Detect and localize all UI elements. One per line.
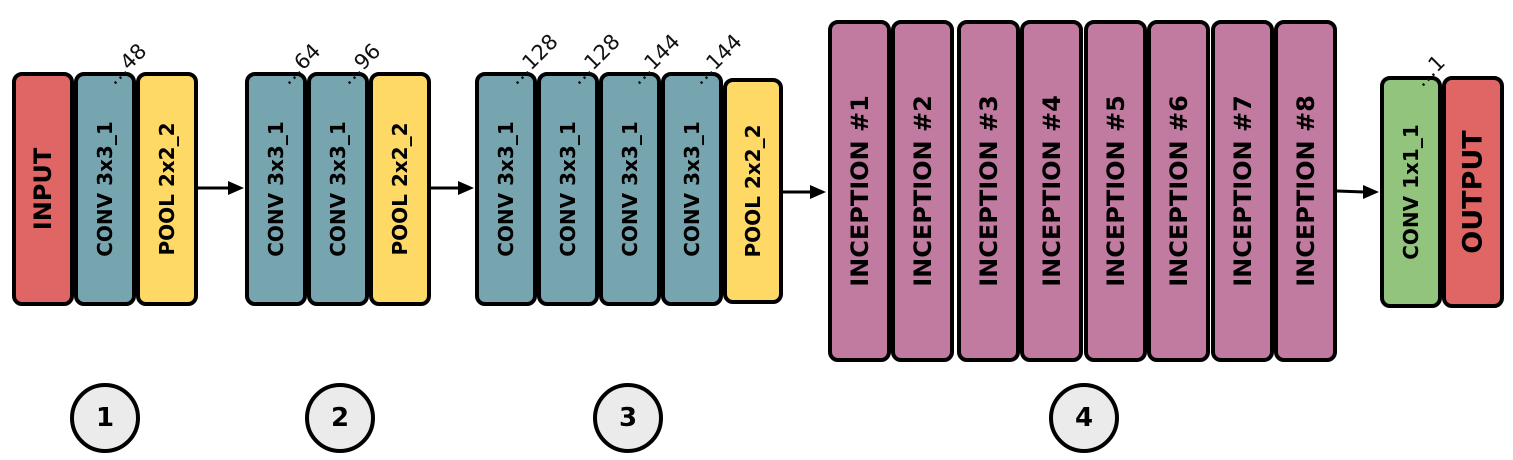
stage-number-circle: 3 xyxy=(593,383,663,453)
stage-number-circle: 4 xyxy=(1049,383,1119,453)
conv-block: CONV 3x3_1 xyxy=(599,72,661,306)
inception-block: INCEPTION #3 xyxy=(957,20,1020,362)
pool-block: POOL 2x2_2 xyxy=(136,72,198,306)
arrow-head xyxy=(810,185,826,199)
pool-block: POOL 2x2_2 xyxy=(723,78,783,304)
conv-block: CONV 3x3_1 xyxy=(475,72,537,306)
stage-number-circle: 1 xyxy=(70,383,140,453)
conv1x1-block: CONV 1x1_1 xyxy=(1380,76,1442,308)
conv-block: CONV 3x3_1 xyxy=(307,72,369,306)
pool-block: POOL 2x2_2 xyxy=(369,72,431,306)
arrow-head xyxy=(228,181,244,195)
arrow-line xyxy=(1336,189,1365,194)
conv-block: CONV 3x3_1 xyxy=(537,72,599,306)
arrow-head xyxy=(458,181,474,195)
conv-block: CONV 3x3_1 xyxy=(245,72,307,306)
inception-block: INCEPTION #6 xyxy=(1147,20,1210,362)
inception-block: INCEPTION #4 xyxy=(1020,20,1083,362)
conv-block: CONV 3x3_1 xyxy=(74,72,136,306)
inception-block: INCEPTION #8 xyxy=(1274,20,1337,362)
stage-number-circle: 2 xyxy=(305,383,375,453)
arrow-head xyxy=(1363,185,1379,199)
inception-block: INCEPTION #1 xyxy=(828,20,891,362)
conv-block: CONV 3x3_1 xyxy=(661,72,723,306)
input-block: INPUT xyxy=(12,72,74,306)
inception-block: INCEPTION #2 xyxy=(891,20,954,362)
output-block: OUTPUT xyxy=(1442,76,1504,308)
inception-block: INCEPTION #5 xyxy=(1084,20,1147,362)
inception-block: INCEPTION #7 xyxy=(1211,20,1274,362)
